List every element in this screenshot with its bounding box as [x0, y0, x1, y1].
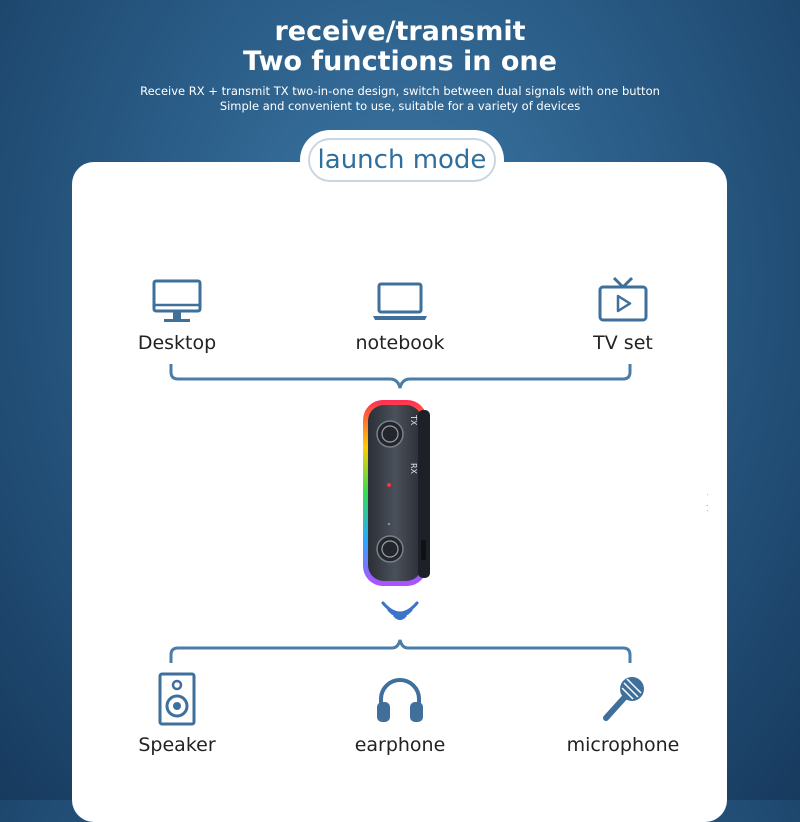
source-label: TV set — [593, 332, 653, 354]
source-tv: TV set — [543, 274, 703, 354]
microphone-icon — [603, 677, 644, 721]
source-desktop: Desktop — [97, 278, 257, 354]
speaker-icon — [158, 672, 196, 726]
tv-icon — [598, 276, 648, 322]
source-label: Desktop — [137, 332, 217, 354]
rx-side-label: RX — [409, 463, 418, 475]
output-earphone: earphone — [320, 672, 480, 756]
tx-side-label: TX — [409, 415, 418, 426]
subtitle-line-1: Receive RX + transmit TX two-in-one desi… — [140, 84, 660, 98]
output-speaker: Speaker — [97, 672, 257, 756]
wireless-signal-icon — [381, 601, 419, 620]
laptop-icon — [373, 282, 427, 320]
bluetooth-adapter-device — [363, 400, 430, 586]
subtitle-line-2: Simple and convenient to use, suitable f… — [219, 99, 581, 113]
edge-artifact: ˙·˙ — [706, 494, 710, 518]
headline-line-2: Two functions in one — [243, 46, 557, 77]
headline-line-1: receive/transmit — [274, 16, 526, 47]
mode-badge: launch mode — [302, 132, 502, 188]
source-label: notebook — [355, 332, 445, 354]
output-label: earphone — [354, 734, 446, 756]
mode-badge-label: launch mode — [308, 138, 496, 182]
desktop-monitor-icon — [152, 279, 202, 322]
source-notebook: notebook — [320, 278, 480, 354]
source-brace — [169, 364, 632, 663]
headphones-icon — [377, 678, 423, 722]
output-label: microphone — [566, 734, 680, 756]
output-microphone: microphone — [543, 672, 703, 756]
output-label: Speaker — [138, 734, 216, 756]
